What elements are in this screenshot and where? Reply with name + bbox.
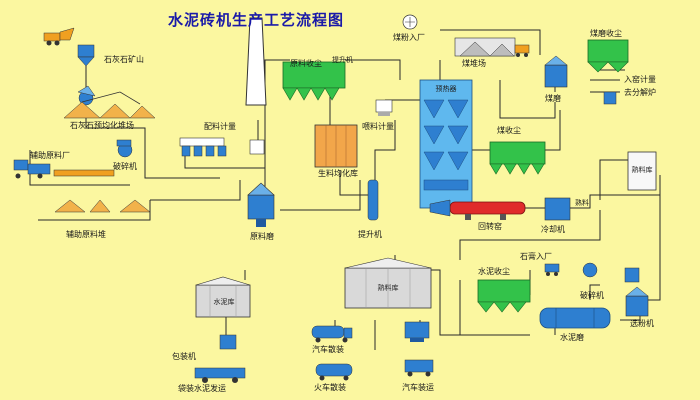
raw-dust-collector-icon xyxy=(282,61,346,101)
label-preheater: 预热器 xyxy=(435,85,457,93)
label-batching: 配料计量 xyxy=(204,122,236,131)
flow-line xyxy=(339,170,375,196)
flow-line xyxy=(345,59,401,80)
rotary-kiln-icon xyxy=(429,199,526,220)
label-crusher2: 破碎机 xyxy=(580,291,604,300)
gypsum-truck-icon xyxy=(544,263,560,276)
flow-line xyxy=(459,210,601,260)
flow-line xyxy=(85,108,220,179)
coal-intake-icon xyxy=(402,14,418,30)
preheater-tower-icon xyxy=(419,79,473,209)
flow-line xyxy=(589,284,600,300)
loader-icon xyxy=(514,44,530,57)
page-title: 水泥砖机生产工艺流程图 xyxy=(168,11,345,29)
flow-line xyxy=(374,120,396,180)
label-coal-yard: 煤堆场 xyxy=(462,59,486,68)
gypsum-bin-icon xyxy=(624,267,640,283)
coal-yard-icon xyxy=(454,37,516,57)
label-coal-dust: 煤收尘 xyxy=(497,126,521,135)
label-to-calciner: 去分解炉 xyxy=(624,88,656,97)
flow-line xyxy=(570,175,661,209)
flow-line xyxy=(640,195,661,301)
ship-truck-icon xyxy=(404,359,434,377)
label-metering: 喂料计量 xyxy=(362,122,394,131)
flow-line xyxy=(599,159,640,200)
label-bag-cement: 袋装水泥发运 xyxy=(178,384,226,393)
aux-stockpile-icon xyxy=(54,199,151,213)
packer-icon xyxy=(219,334,237,350)
flow-line xyxy=(29,150,130,186)
cement-silo-left-icon xyxy=(195,276,251,318)
batching-bins xyxy=(179,137,227,157)
label-train-bulk: 火车散装 xyxy=(314,383,346,392)
label-cooler: 冷却机 xyxy=(541,225,565,234)
label-dust-top: 原料收尘 xyxy=(290,59,322,68)
truck-icon xyxy=(13,159,29,171)
cement-silo-center-icon xyxy=(344,257,432,309)
label-coal-in: 煤粉入厂 xyxy=(393,33,425,42)
flow-line xyxy=(38,200,151,221)
label-aux-yard: 辅助原料堆 xyxy=(66,230,106,239)
flow-line xyxy=(499,80,556,119)
cooler-icon xyxy=(544,197,571,221)
label-coal-dust2: 煤磨收尘 xyxy=(590,29,622,38)
label-cement-silo: 水泥库 xyxy=(213,298,235,306)
label-raw-mill: 原料磨 xyxy=(250,232,274,241)
label-clay-yard: 辅助原料厂 xyxy=(30,151,70,160)
label-limestone: 石灰石矿山 xyxy=(104,55,144,64)
label-packer: 包装机 xyxy=(172,352,196,361)
label-conveyor: 提升机 xyxy=(332,56,353,64)
coal-dust2-icon xyxy=(587,39,629,73)
label-cement-dust: 水泥收尘 xyxy=(478,267,510,276)
label-clinker-bin: 熟料库 xyxy=(631,166,653,174)
label-gypsum-in: 石膏入厂 xyxy=(520,252,552,261)
hopper-cone-icon xyxy=(77,56,95,67)
belt-conveyor xyxy=(53,169,115,177)
flow-line xyxy=(264,59,290,200)
crusher-3-icon xyxy=(582,262,598,278)
label-elevator: 提升机 xyxy=(358,230,382,239)
computer-icon xyxy=(375,99,393,113)
elevator-icon xyxy=(367,179,379,221)
label-kiln: 回转窑 xyxy=(478,222,502,231)
bag-truck-icon xyxy=(194,367,246,383)
label-to-kiln: 入窑计量 xyxy=(624,75,656,84)
coal-dust-collector-icon xyxy=(489,141,546,175)
label-clinker: 熟料 xyxy=(575,199,589,207)
hopper-icon xyxy=(77,44,95,58)
cement-dust-collector-icon xyxy=(477,279,531,313)
stockpile-icon xyxy=(63,91,156,119)
metering-bin xyxy=(249,139,265,155)
separator-icon xyxy=(625,286,649,317)
label-coal-mill: 煤磨 xyxy=(545,94,561,103)
bulk-loader-icon xyxy=(404,321,430,342)
chimney-icon xyxy=(245,17,267,106)
coal-bin-icon xyxy=(603,91,617,105)
label-separator: 选粉机 xyxy=(630,319,654,328)
train-icon xyxy=(315,363,353,381)
ball-mill-icon xyxy=(539,307,611,329)
label-clinker-silo: 熟料库 xyxy=(377,284,399,292)
label-ball-mill: 水泥磨 xyxy=(560,333,584,342)
flow-line xyxy=(280,180,361,211)
flow-line xyxy=(150,180,241,201)
label-crusher: 破碎机 xyxy=(113,162,137,171)
coal-mill-icon xyxy=(544,55,568,88)
excavator-icon xyxy=(43,27,75,46)
label-truck-bulk: 汽车散装 xyxy=(312,345,344,354)
clinker-bin-icon xyxy=(627,151,657,191)
label-stacker: 石灰石预均化堆场 xyxy=(70,121,134,130)
raw-mill-icon xyxy=(247,182,275,227)
flow-line xyxy=(545,110,561,151)
label-ship-bulk: 汽车装运 xyxy=(402,383,434,392)
flow-line xyxy=(440,29,541,55)
bulk-truck-icon xyxy=(311,325,353,343)
label-homo-silo: 生料均化库 xyxy=(318,169,358,178)
